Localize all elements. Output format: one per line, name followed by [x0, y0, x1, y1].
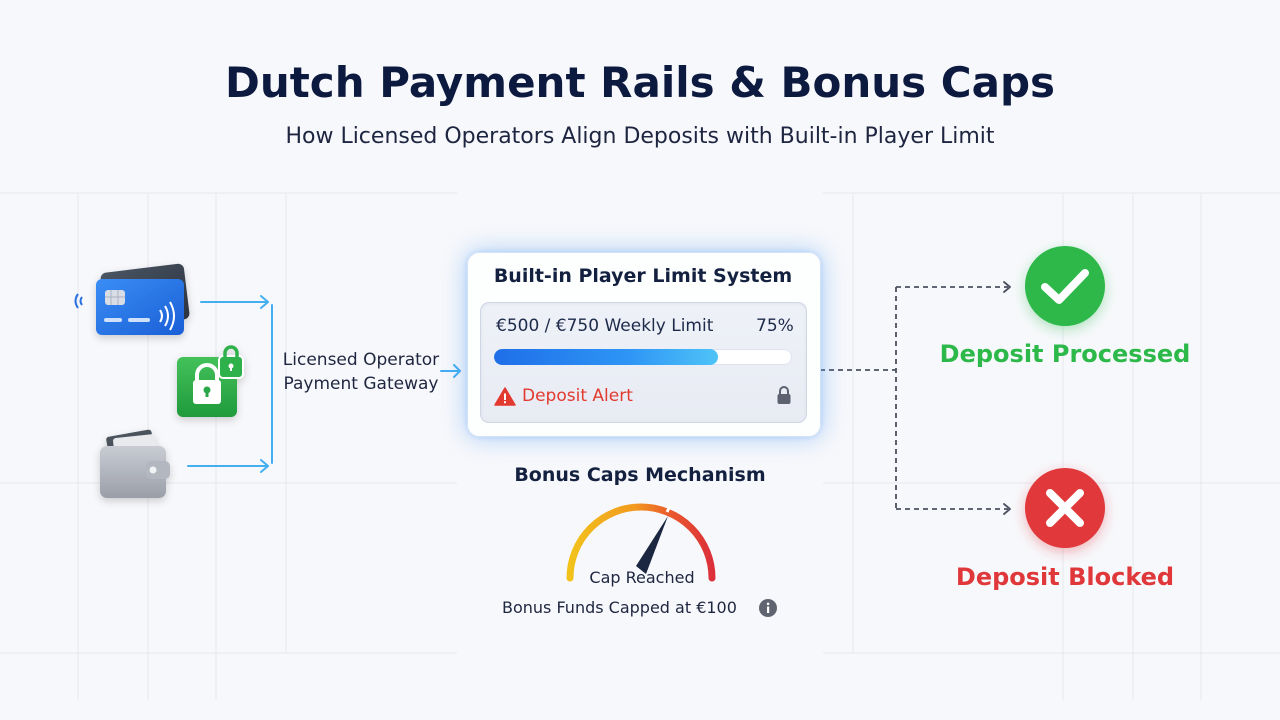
player-limit-title: Built-in Player Limit System	[493, 265, 793, 287]
x-icon	[1025, 468, 1105, 548]
gauge-needle	[636, 516, 668, 574]
contactless-icon	[74, 293, 83, 309]
credit-card-icon	[96, 263, 190, 335]
weekly-limit-percent: 75%	[756, 316, 794, 336]
deposit-blocked-label: Deposit Blocked	[955, 563, 1175, 591]
weekly-limit-progress-fill	[494, 349, 718, 365]
page-title: Dutch Payment Rails & Bonus Caps	[224, 58, 1056, 107]
bonus-cap-gauge	[566, 503, 716, 582]
bonus-capped-text: Bonus Funds Capped at €100	[502, 598, 737, 617]
source-connectors	[187, 295, 461, 473]
payment-gateway-label: Licensed Operator Payment Gateway	[266, 348, 456, 396]
secure-payment-lock-icon	[177, 345, 244, 417]
weekly-limit-progress-bar	[494, 349, 792, 365]
lock-icon	[777, 386, 791, 404]
checkmark-icon	[1025, 246, 1105, 326]
gateway-line-1: Licensed Operator	[282, 350, 440, 370]
info-icon[interactable]	[758, 598, 778, 618]
bonus-caps-title: Bonus Caps Mechanism	[514, 464, 766, 486]
cap-reached-label: Cap Reached	[589, 568, 695, 587]
wallet-icon	[100, 429, 170, 498]
page-subtitle: How Licensed Operators Align Deposits wi…	[285, 124, 995, 149]
deposit-alert-text: Deposit Alert	[522, 386, 633, 406]
outcome-arrowheads	[1003, 281, 1011, 515]
weekly-limit-text: €500 / €750 Weekly Limit	[496, 316, 714, 336]
gateway-line-2: Payment Gateway	[283, 374, 439, 394]
warning-icon	[494, 387, 516, 406]
deposit-processed-label: Deposit Processed	[939, 340, 1191, 368]
outcome-connectors	[820, 286, 1008, 510]
